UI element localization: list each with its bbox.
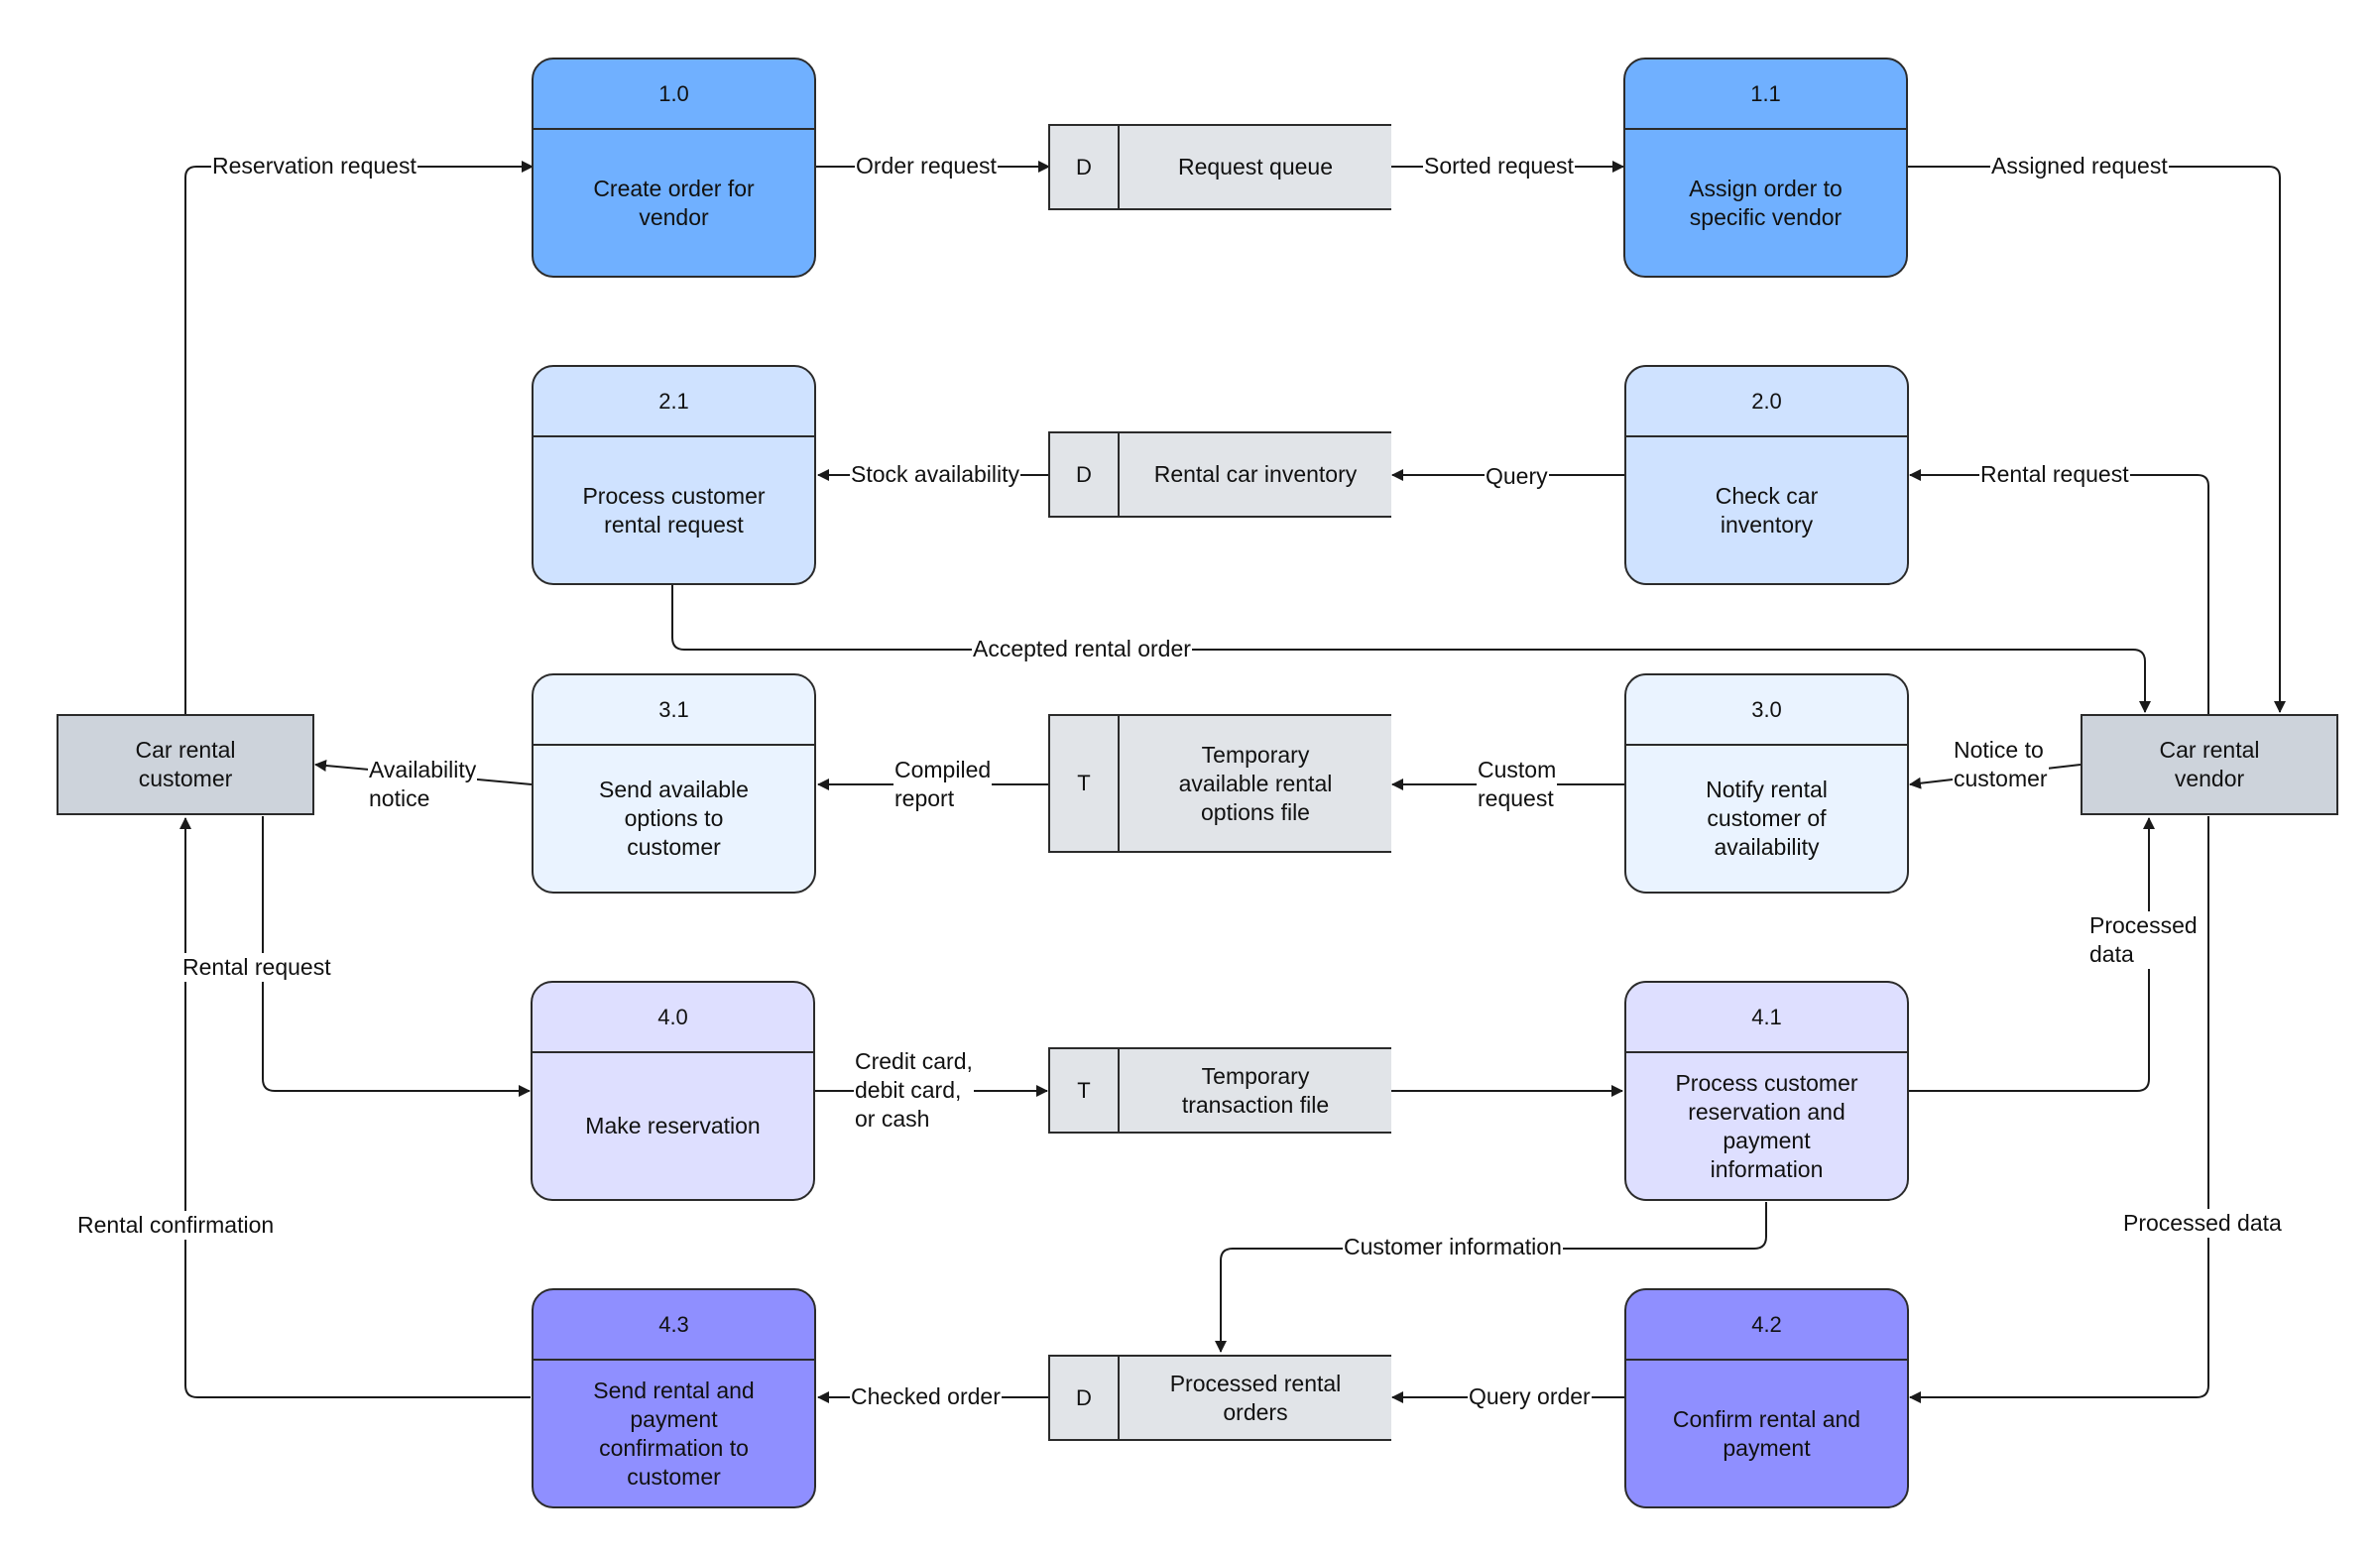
flow-label-accepted-rental-order: Accepted rental order (972, 635, 1192, 663)
flow-label-sorted-request: Sorted request (1423, 152, 1575, 180)
flow-rental-confirmation-line (179, 817, 531, 1398)
flow-assigned-request-line (1908, 166, 2286, 713)
flow-label-rental-request-vendor: Rental request (1979, 460, 2130, 489)
process-label: Notify rental customer of availability (1706, 777, 1828, 860)
datastore-label: Temporary available rental options file (1178, 741, 1333, 825)
datastore-label: Request queue (1177, 154, 1333, 180)
datastore-label: Temporary transaction file (1181, 1062, 1330, 1118)
process-number: 3.0 (1626, 675, 1907, 746)
flow-label-notice-to-customer: Notice to customer (1953, 736, 2049, 793)
flow-label-payment-methods: Credit card, debit card, or cash (854, 1047, 974, 1134)
process-number: 3.1 (534, 675, 814, 746)
process-2-1[interactable]: 2.1 Process customer rental request (532, 365, 816, 585)
flow-label-query: Query (1485, 462, 1549, 491)
flow-label-custom-request: Custom request (1477, 756, 1558, 813)
process-number: 4.2 (1626, 1290, 1907, 1361)
datastore-type: D (1050, 1357, 1120, 1439)
datastore-type: T (1050, 1049, 1120, 1132)
process-number: 2.1 (534, 367, 814, 437)
process-4-3[interactable]: 4.3 Send rental and payment confirmation… (532, 1288, 816, 1508)
datastore-temporary-options-file[interactable]: T Temporary available rental options fil… (1048, 714, 1391, 853)
process-label: Confirm rental and payment (1672, 1405, 1861, 1461)
process-label: Create order for vendor (593, 175, 755, 230)
flow-label-query-order: Query order (1468, 1382, 1592, 1411)
flow-accepted-rental-order-line (671, 585, 2151, 713)
flow-rental-request-vendor-line (1909, 469, 2209, 715)
process-label: Process customer rental request (582, 482, 766, 538)
entity-car-rental-vendor[interactable]: Car rental vendor (2081, 714, 2338, 815)
process-4-0[interactable]: 4.0 Make reservation (531, 981, 815, 1201)
datastore-type: D (1050, 126, 1120, 208)
datastore-label: Rental car inventory (1153, 461, 1358, 487)
flow-processed-data-down-line (1909, 816, 2209, 1403)
datastore-label: Processed rental orders (1169, 1370, 1342, 1425)
process-3-1[interactable]: 3.1 Send available options to customer (532, 673, 816, 894)
process-label: Make reservation (585, 1113, 761, 1138)
flow-label-compiled-report: Compiled report (893, 756, 993, 813)
process-number: 4.0 (533, 983, 813, 1053)
process-number: 1.1 (1625, 60, 1906, 130)
process-1-1[interactable]: 1.1 Assign order to specific vendor (1623, 58, 1908, 278)
flow-label-processed-data-down: Processed data (2122, 1209, 2283, 1238)
flow-label-customer-information: Customer information (1343, 1233, 1563, 1261)
datastore-processed-rental-orders[interactable]: D Processed rental orders (1048, 1355, 1391, 1441)
entity-car-rental-customer[interactable]: Car rental customer (57, 714, 314, 815)
flow-rental-request-customer-line (262, 816, 531, 1097)
process-label: Check car inventory (1715, 482, 1819, 538)
flow-reservation-request-line (184, 161, 534, 715)
flow-label-checked-order: Checked order (850, 1382, 1002, 1411)
flow-label-order-request: Order request (855, 152, 998, 180)
process-number: 1.0 (534, 60, 814, 130)
process-label: Process customer reservation and payment… (1675, 1069, 1858, 1182)
process-3-0[interactable]: 3.0 Notify rental customer of availabili… (1624, 673, 1909, 894)
datastore-type: T (1050, 716, 1120, 851)
datastore-request-queue[interactable]: D Request queue (1048, 124, 1391, 210)
datastore-type: D (1050, 433, 1120, 516)
process-4-2[interactable]: 4.2 Confirm rental and payment (1624, 1288, 1909, 1508)
process-number: 2.0 (1626, 367, 1907, 437)
process-number: 4.3 (534, 1290, 814, 1361)
flow-label-rental-request-customer: Rental request (181, 953, 332, 982)
flow-label-availability-notice: Availability notice (368, 756, 478, 813)
flow-label-processed-data-up: Processed data (2088, 911, 2199, 969)
process-label: Send available options to customer (599, 777, 749, 860)
datastore-rental-car-inventory[interactable]: D Rental car inventory (1048, 431, 1391, 518)
process-2-0[interactable]: 2.0 Check car inventory (1624, 365, 1909, 585)
process-label: Send rental and payment confirmation to … (593, 1377, 755, 1490)
datastore-temporary-transaction-file[interactable]: T Temporary transaction file (1048, 1047, 1391, 1134)
flow-label-assigned-request: Assigned request (1990, 152, 2169, 180)
process-label: Assign order to specific vendor (1689, 175, 1843, 230)
flow-label-rental-confirmation: Rental confirmation (76, 1211, 276, 1240)
flow-label-reservation-request: Reservation request (211, 152, 417, 180)
flow-processed-data-up-line (1909, 817, 2155, 1092)
process-1-0[interactable]: 1.0 Create order for vendor (532, 58, 816, 278)
process-4-1[interactable]: 4.1 Process customer reservation and pay… (1624, 981, 1909, 1201)
process-number: 4.1 (1626, 983, 1907, 1053)
flow-label-stock-availability: Stock availability (850, 460, 1021, 489)
